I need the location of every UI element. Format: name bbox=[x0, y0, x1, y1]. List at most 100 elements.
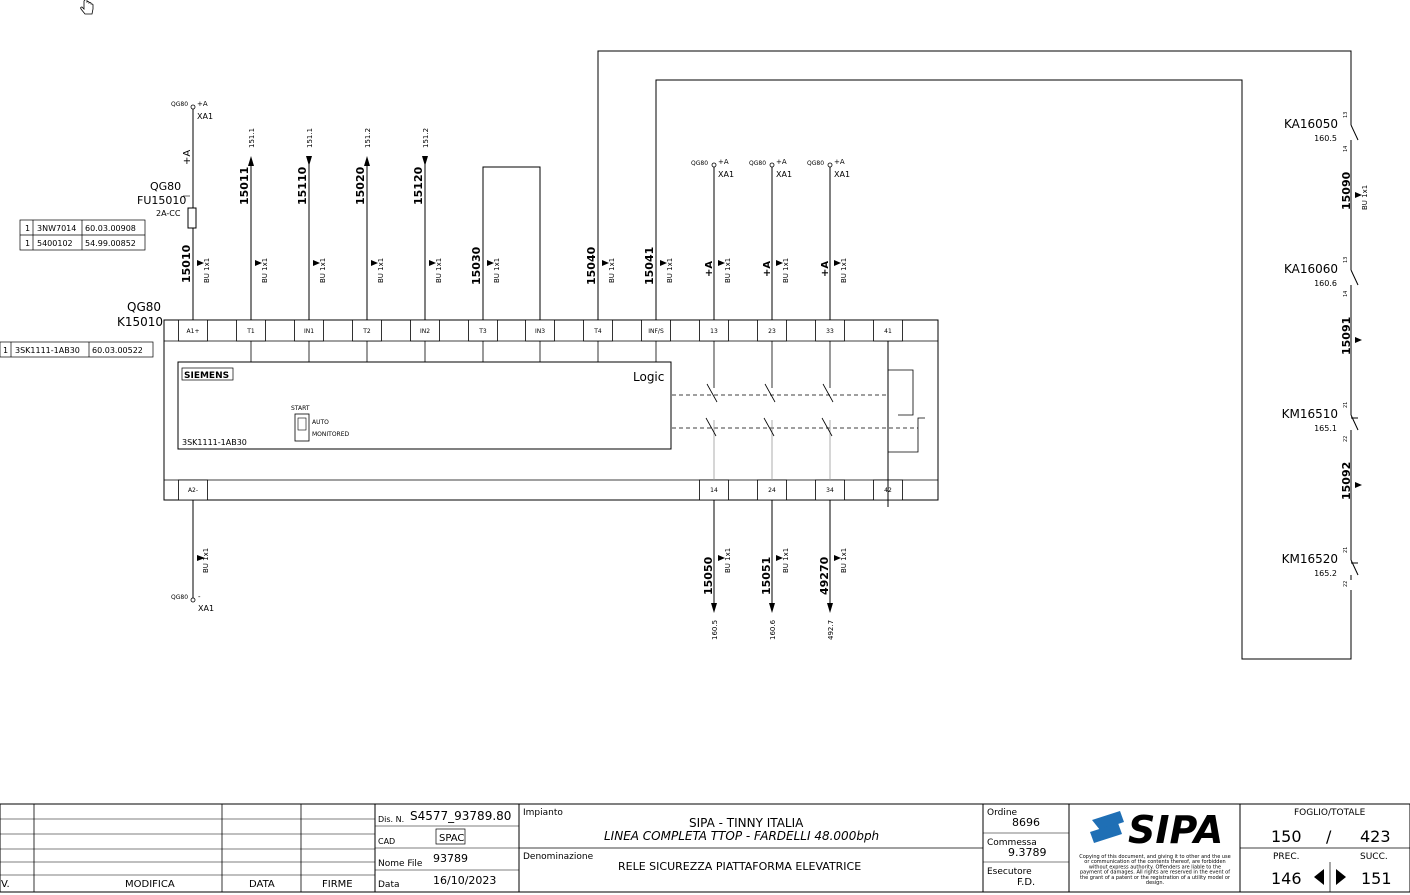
contact-tag: KA16060 bbox=[1284, 262, 1338, 276]
wire-tag: BU 1x1 bbox=[261, 258, 269, 283]
svg-text:CAD: CAD bbox=[378, 837, 395, 846]
fuse-parts-table: 1 3NW7014 60.03.00908 1 5400102 54.99.00… bbox=[19, 219, 146, 251]
feed-plus: +A bbox=[834, 158, 845, 166]
wire-tag-marker bbox=[718, 260, 725, 266]
feed-src: QG80 bbox=[691, 160, 708, 167]
feed-plus-vertical: +A bbox=[762, 261, 773, 277]
contact-pin: 21 bbox=[1343, 547, 1349, 553]
feed-xa: XA1 bbox=[718, 170, 734, 179]
wire-tag-marker bbox=[371, 260, 378, 266]
svg-text:1: 1 bbox=[3, 346, 8, 355]
contact-blade bbox=[1350, 559, 1359, 576]
wire-number: 15110 bbox=[296, 166, 309, 205]
wire-15030-loop bbox=[482, 166, 541, 320]
copyright-line: or communication of the contents thereof… bbox=[1084, 859, 1225, 865]
wire-number: 15040 bbox=[585, 246, 598, 285]
svg-text:MODIFICA: MODIFICA bbox=[125, 879, 175, 890]
prev-sheet-button[interactable] bbox=[1314, 869, 1324, 885]
contact-pin: 21 bbox=[1343, 402, 1349, 408]
siemens-logo bbox=[181, 367, 234, 381]
contact-pin: 13 bbox=[1343, 257, 1349, 263]
svg-text:SIEMENS: SIEMENS bbox=[184, 371, 229, 381]
svg-text:1: 1 bbox=[25, 224, 30, 233]
feed-src: QG80 bbox=[807, 160, 824, 167]
wire-number: 15030 bbox=[470, 246, 483, 285]
relay-module-box bbox=[177, 361, 672, 450]
svg-text:START: START bbox=[291, 405, 310, 412]
arrow-down-icon bbox=[422, 156, 428, 166]
copyright-line: Copying of this document, and giving it … bbox=[1079, 854, 1230, 860]
wire-15041-loop bbox=[655, 79, 1352, 660]
copyright-line: payment of damages. All rights are reser… bbox=[1080, 870, 1230, 876]
contact-ref: 165.1 bbox=[1314, 424, 1337, 433]
copyright-line: without express authority. Offenders are… bbox=[1089, 864, 1221, 870]
svg-text:V.: V. bbox=[1, 879, 10, 890]
caret-right-icon bbox=[1336, 869, 1346, 885]
svg-text:SIPA: SIPA bbox=[1128, 808, 1223, 852]
wire-number: 15090 bbox=[1340, 171, 1353, 210]
wire-tag: BU 1x1 bbox=[319, 258, 327, 283]
wire-tag: BU 1x1 bbox=[840, 258, 848, 283]
svg-text:Ordine: Ordine bbox=[987, 808, 1018, 818]
contact-tag: KA16050 bbox=[1284, 117, 1338, 131]
cross-ref: 151.1 bbox=[306, 128, 314, 148]
sipa-logo: SIPA bbox=[1090, 808, 1223, 852]
svg-text:FOGLIO/TOTALE: FOGLIO/TOTALE bbox=[1294, 808, 1366, 818]
wire-number: 15120 bbox=[412, 166, 425, 205]
feed-plus-vertical: +A bbox=[820, 261, 831, 277]
right-contacts: KA16050160.51314KA16060160.61314KM165101… bbox=[1282, 112, 1369, 587]
plus-terminal bbox=[711, 162, 717, 168]
svg-text:9.3789: 9.3789 bbox=[1008, 846, 1047, 859]
wire-tag: BU 1x1 bbox=[1361, 185, 1369, 210]
svg-text:DATA: DATA bbox=[249, 879, 275, 890]
wire-tag: BU 1x1 bbox=[724, 548, 732, 573]
svg-text:MONITORED: MONITORED bbox=[312, 431, 350, 438]
contact-pin: 14 bbox=[1343, 146, 1349, 152]
wire-tag: BU 1x1 bbox=[493, 258, 501, 283]
terminal-label: T3 bbox=[478, 328, 487, 335]
arrow-down-icon bbox=[827, 603, 833, 613]
terminal-label: 14 bbox=[710, 487, 718, 494]
wire-tag-marker bbox=[776, 260, 783, 266]
svg-text:SPAC: SPAC bbox=[439, 833, 464, 844]
svg-text:8696: 8696 bbox=[1012, 816, 1040, 829]
supply-plus-terminal: QG80 +A XA1 bbox=[171, 100, 213, 121]
svg-text:/: / bbox=[1326, 827, 1332, 846]
svg-text:Dis. N.: Dis. N. bbox=[378, 815, 404, 824]
relay-parent: QG80 bbox=[127, 300, 161, 314]
contact-ref: 165.2 bbox=[1314, 569, 1337, 578]
terminal-label: 33 bbox=[826, 328, 834, 335]
safety-relay: SIEMENS Logic START AUTO MONITORED 3SK11… bbox=[163, 319, 939, 501]
wire-tag: BU 1x1 bbox=[724, 258, 732, 283]
terminal-label: T4 bbox=[593, 328, 602, 335]
relay-output-contacts bbox=[672, 341, 925, 507]
terminal-label: 24 bbox=[768, 487, 776, 494]
svg-text:Commessa: Commessa bbox=[987, 838, 1037, 848]
svg-text:60.03.00908: 60.03.00908 bbox=[85, 224, 136, 233]
wire-tag-marker bbox=[1355, 337, 1362, 343]
feed-plus-vertical: +A bbox=[704, 261, 715, 277]
next-sheet-button[interactable] bbox=[1336, 869, 1346, 885]
contact-blade bbox=[1350, 124, 1359, 141]
arrow-down-icon bbox=[711, 603, 717, 613]
svg-text:Data: Data bbox=[378, 880, 400, 890]
terminal-label: IN1 bbox=[304, 328, 314, 335]
fuse-symbol bbox=[187, 207, 197, 229]
wire-tag-marker bbox=[834, 555, 841, 561]
terminal-label: IN2 bbox=[420, 328, 430, 335]
svg-text:423: 423 bbox=[1360, 827, 1391, 846]
svg-text:F.D.: F.D. bbox=[1017, 877, 1035, 888]
terminal-label: T2 bbox=[362, 328, 371, 335]
svg-text:60.03.00522: 60.03.00522 bbox=[92, 346, 143, 355]
svg-text:16/10/2023: 16/10/2023 bbox=[433, 874, 496, 887]
terminal-label: IN3 bbox=[535, 328, 545, 335]
contact-tag: KM16510 bbox=[1282, 407, 1338, 421]
svg-text:PREC.: PREC. bbox=[1273, 852, 1300, 862]
wire-tag-marker bbox=[487, 260, 494, 266]
wire-tag-marker bbox=[1355, 482, 1362, 488]
wire-number: 15020 bbox=[354, 166, 367, 205]
svg-text:Impianto: Impianto bbox=[523, 808, 563, 818]
contact-pin: 14 bbox=[1343, 291, 1349, 297]
wire-tag-marker bbox=[255, 260, 262, 266]
